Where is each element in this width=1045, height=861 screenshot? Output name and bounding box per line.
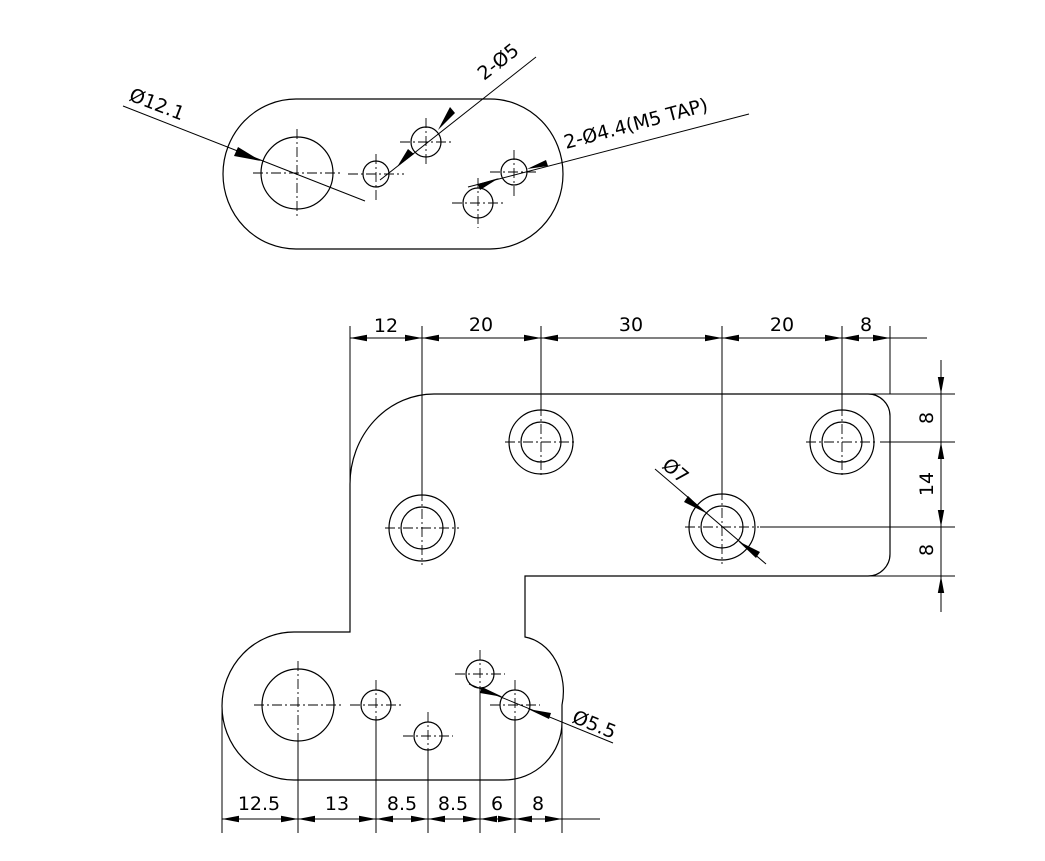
label-tapped-holes: 2-Ø4.4(M5 TAP) [562, 94, 711, 154]
label-counterbore-dia: Ø7 [658, 454, 693, 488]
front-view: Ø7 Ø5.5 [221, 393, 891, 781]
dim-top-4: 8 [860, 314, 872, 336]
dim-bottom-4: 6 [491, 793, 503, 815]
label-bottom-hole-dia: Ø5.5 [569, 706, 619, 743]
dim-bottom-2: 8.5 [387, 793, 417, 815]
top-view: Ø12.1 2-Ø5 2-Ø4.4(M5 TAP) [122, 39, 750, 250]
dim-right-2: 8 [916, 544, 938, 556]
dim-top-2: 30 [619, 314, 643, 336]
dim-bottom-0: 12.5 [238, 793, 280, 815]
counterbore-hole [505, 406, 577, 478]
dim-top-3: 20 [770, 314, 794, 336]
dim-bottom-1: 13 [325, 793, 349, 815]
top-view-outline [222, 98, 564, 250]
counterbore-hole [385, 491, 459, 565]
leader-tapped-holes [467, 113, 750, 188]
dim-top-1: 20 [469, 314, 493, 336]
front-view-outline [221, 393, 891, 781]
dim-right-1: 14 [916, 472, 938, 496]
dim-bottom-3: 8.5 [438, 793, 468, 815]
bottom-dimensions: 12.5 13 8.5 8.5 6 8 [221, 688, 600, 833]
label-small-holes: 2-Ø5 [474, 39, 524, 85]
right-dimensions: 8 14 8 [760, 360, 955, 612]
counterbore-hole [806, 406, 878, 478]
dim-right-0: 8 [916, 412, 938, 424]
dim-bottom-5: 8 [532, 793, 544, 815]
dim-top-0: 12 [374, 315, 398, 337]
top-dimensions: 12 20 30 20 8 [349, 314, 927, 495]
